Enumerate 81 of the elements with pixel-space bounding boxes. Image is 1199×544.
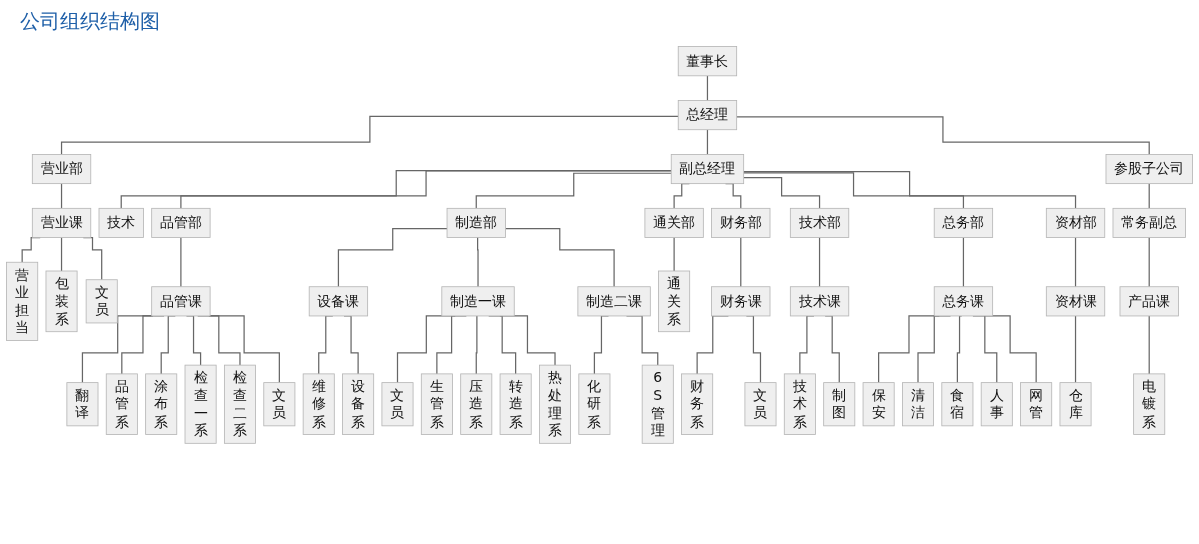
node-box: 财务课 — [711, 286, 771, 317]
node-box: 制造部 — [446, 207, 506, 238]
connector — [962, 236, 965, 288]
node-box: 营业部 — [31, 154, 92, 185]
connector — [475, 172, 672, 209]
node-box: 检查一系 — [184, 364, 217, 444]
connector — [1148, 315, 1150, 375]
node-box: 品管部 — [151, 207, 211, 238]
node-box: 技术课 — [789, 286, 850, 317]
node-box: 技术部 — [789, 207, 850, 238]
node-box: 营业课 — [31, 207, 92, 238]
node-box: 产品课 — [1119, 286, 1179, 317]
node-box: 包装系 — [45, 270, 78, 333]
node-box: 资材部 — [1045, 207, 1106, 238]
connector — [706, 75, 709, 102]
node-box: 总务部 — [933, 207, 994, 238]
node-box: 网管 — [1020, 382, 1053, 427]
connector — [673, 236, 675, 272]
node-box: 文员 — [744, 382, 777, 427]
node-box: 参股子公司 — [1105, 154, 1193, 185]
node-box: 热处理系 — [539, 364, 571, 444]
node-box: 通关部 — [644, 207, 704, 238]
node-box: 常务副总 — [1112, 207, 1186, 238]
connector — [743, 177, 821, 209]
node-box: 电镀系 — [1133, 373, 1166, 435]
connector — [504, 228, 615, 288]
node-box: 总务课 — [933, 286, 994, 317]
connector — [818, 236, 821, 288]
node-box: 总经理 — [677, 100, 738, 131]
node-box: 设备系 — [342, 373, 375, 435]
connector — [476, 236, 479, 288]
node-box: 食宿 — [941, 382, 974, 427]
node-box: 制造一课 — [441, 286, 515, 317]
node-box: 维修系 — [302, 373, 335, 435]
connector — [60, 183, 63, 209]
node-box: 制图 — [823, 382, 856, 427]
node-box: 文员 — [263, 382, 296, 427]
chart-title: 公司组织结构图 — [20, 8, 160, 35]
node-box: 技术系 — [783, 373, 816, 435]
connector — [1148, 183, 1150, 209]
node-box: 设备课 — [308, 286, 369, 317]
node-box: 仓库 — [1059, 382, 1092, 427]
node-box: 财务部 — [711, 207, 771, 238]
connector — [736, 116, 1150, 156]
node-box: 制造二课 — [577, 286, 651, 317]
connector — [475, 315, 479, 375]
node-box: 董事长 — [677, 46, 738, 77]
connector — [1074, 315, 1077, 384]
node-box: 6S管理 — [641, 364, 674, 444]
node-box: 资材课 — [1045, 286, 1106, 317]
node-box: 文员 — [381, 382, 414, 427]
node-box: 副总经理 — [670, 154, 745, 185]
connector — [1148, 236, 1150, 288]
node-box: 人事 — [980, 382, 1013, 427]
node-box: 生管系 — [420, 373, 453, 435]
node-box: 财务系 — [681, 373, 714, 435]
node-box: 转造系 — [499, 373, 532, 435]
connector — [740, 236, 742, 288]
connector — [743, 171, 1077, 209]
node-box: 压造系 — [460, 373, 493, 435]
connector — [706, 129, 709, 156]
node-box: 品管课 — [151, 286, 211, 317]
node-box: 营业担当 — [6, 261, 39, 341]
connector — [208, 315, 280, 384]
node-box: 清洁 — [902, 382, 934, 427]
connector — [60, 236, 63, 272]
node-box: 检查二系 — [224, 364, 256, 444]
node-box: 化研系 — [578, 373, 611, 435]
connector — [1074, 236, 1077, 288]
connector — [743, 172, 965, 209]
connector — [337, 228, 448, 288]
node-box: 保安 — [862, 382, 895, 427]
node-box: 技术 — [98, 207, 144, 238]
node-box: 品管系 — [105, 373, 138, 435]
connector — [180, 236, 182, 288]
node-box: 通关系 — [658, 270, 691, 333]
node-box: 翻译 — [66, 382, 99, 427]
connector — [60, 115, 679, 156]
connector — [956, 315, 963, 384]
node-box: 文员 — [85, 279, 118, 324]
node-box: 涂布系 — [145, 373, 178, 435]
